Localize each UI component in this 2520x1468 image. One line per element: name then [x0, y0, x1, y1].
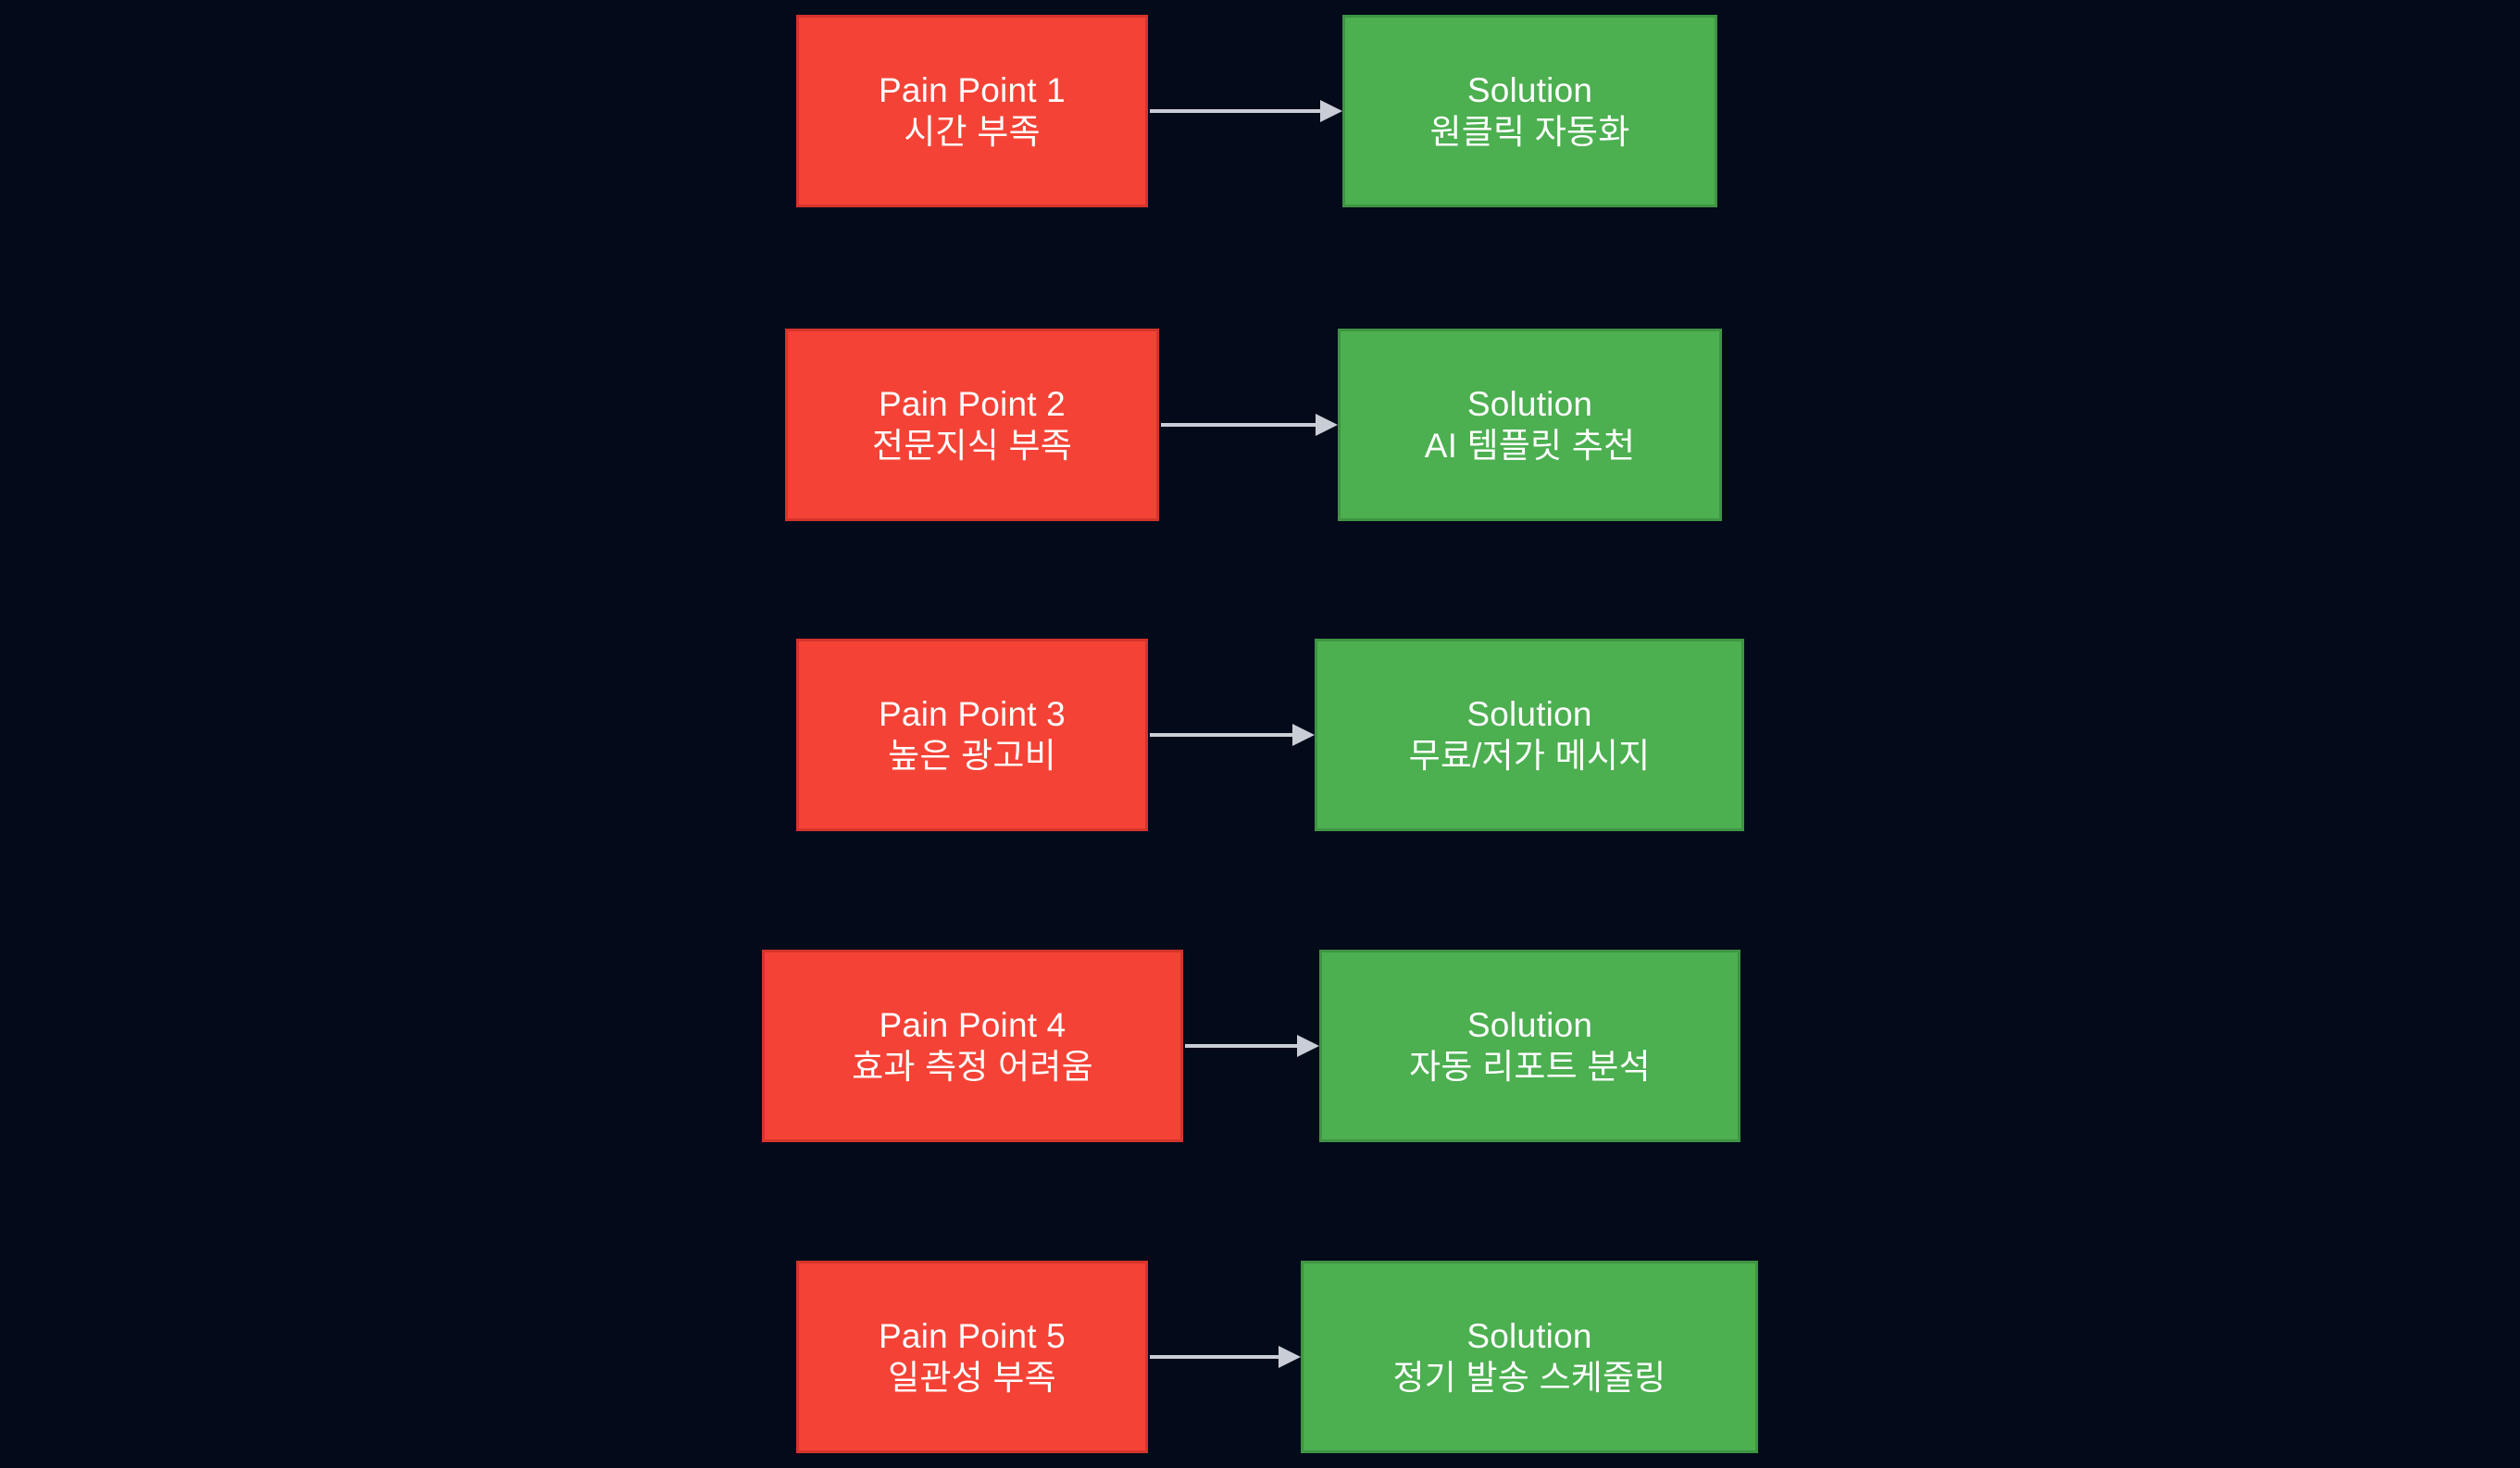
pain-point-node-1-line1: Pain Point 1: [879, 70, 1066, 109]
solution-node-4-line2: 자동 리포트 분석: [1409, 1048, 1651, 1086]
edge-shaft: [1161, 423, 1317, 427]
edge-pain-4-to-solution-4: [1185, 1035, 1319, 1057]
solution-node-1-line2: 원클릭 자동화: [1429, 113, 1630, 151]
pain-point-node-5-line2: 일관성 부족: [888, 1359, 1056, 1397]
pain-point-node-3-line1: Pain Point 3: [879, 694, 1066, 733]
pain-point-node-2-line2: 전문지식 부족: [872, 427, 1072, 465]
solution-node-5-line2: 정기 발송 스케줄링: [1392, 1359, 1666, 1397]
edge-shaft: [1150, 109, 1322, 113]
pain-point-node-5-line1: Pain Point 5: [879, 1316, 1066, 1355]
solution-node-2-line2: AI 템플릿 추천: [1424, 427, 1636, 465]
solution-node-4[interactable]: Solution 자동 리포트 분석: [1319, 950, 1740, 1142]
pain-point-node-3-line2: 높은 광고비: [888, 737, 1056, 775]
pain-point-node-2[interactable]: Pain Point 2 전문지식 부족: [785, 329, 1159, 521]
solution-node-1[interactable]: Solution 원클릭 자동화: [1342, 15, 1717, 207]
solution-node-3-line1: Solution: [1466, 694, 1592, 733]
arrowhead-icon: [1320, 100, 1342, 122]
solution-node-5[interactable]: Solution 정기 발송 스케줄링: [1301, 1261, 1758, 1453]
pain-point-node-1-line2: 시간 부족: [904, 113, 1041, 151]
pain-point-node-3[interactable]: Pain Point 3 높은 광고비: [796, 639, 1148, 831]
edge-pain-1-to-solution-1: [1150, 100, 1342, 122]
solution-node-2-line1: Solution: [1466, 384, 1593, 423]
solution-node-3[interactable]: Solution 무료/저가 메시지: [1315, 639, 1744, 831]
pain-point-node-4-line1: Pain Point 4: [879, 1005, 1067, 1044]
pain-point-node-2-line1: Pain Point 2: [879, 384, 1066, 423]
solution-node-1-line1: Solution: [1466, 70, 1593, 109]
solution-node-5-line1: Solution: [1466, 1316, 1592, 1355]
pain-point-node-1[interactable]: Pain Point 1 시간 부족: [796, 15, 1148, 207]
arrowhead-icon: [1316, 414, 1338, 436]
arrowhead-icon: [1292, 724, 1315, 746]
edge-shaft: [1150, 733, 1294, 737]
pain-point-node-4-line2: 효과 측정 어려움: [852, 1048, 1093, 1086]
edge-shaft: [1150, 1355, 1280, 1359]
solution-node-4-line1: Solution: [1466, 1005, 1593, 1044]
edge-pain-2-to-solution-2: [1161, 414, 1338, 436]
solution-node-2[interactable]: Solution AI 템플릿 추천: [1338, 329, 1722, 521]
edge-shaft: [1185, 1044, 1299, 1048]
edge-pain-5-to-solution-5: [1150, 1346, 1301, 1368]
arrowhead-icon: [1279, 1346, 1301, 1368]
pain-point-node-5[interactable]: Pain Point 5 일관성 부족: [796, 1261, 1148, 1453]
solution-node-3-line2: 무료/저가 메시지: [1408, 737, 1651, 775]
edge-pain-3-to-solution-3: [1150, 724, 1315, 746]
pain-point-node-4[interactable]: Pain Point 4 효과 측정 어려움: [762, 950, 1183, 1142]
arrowhead-icon: [1297, 1035, 1319, 1057]
